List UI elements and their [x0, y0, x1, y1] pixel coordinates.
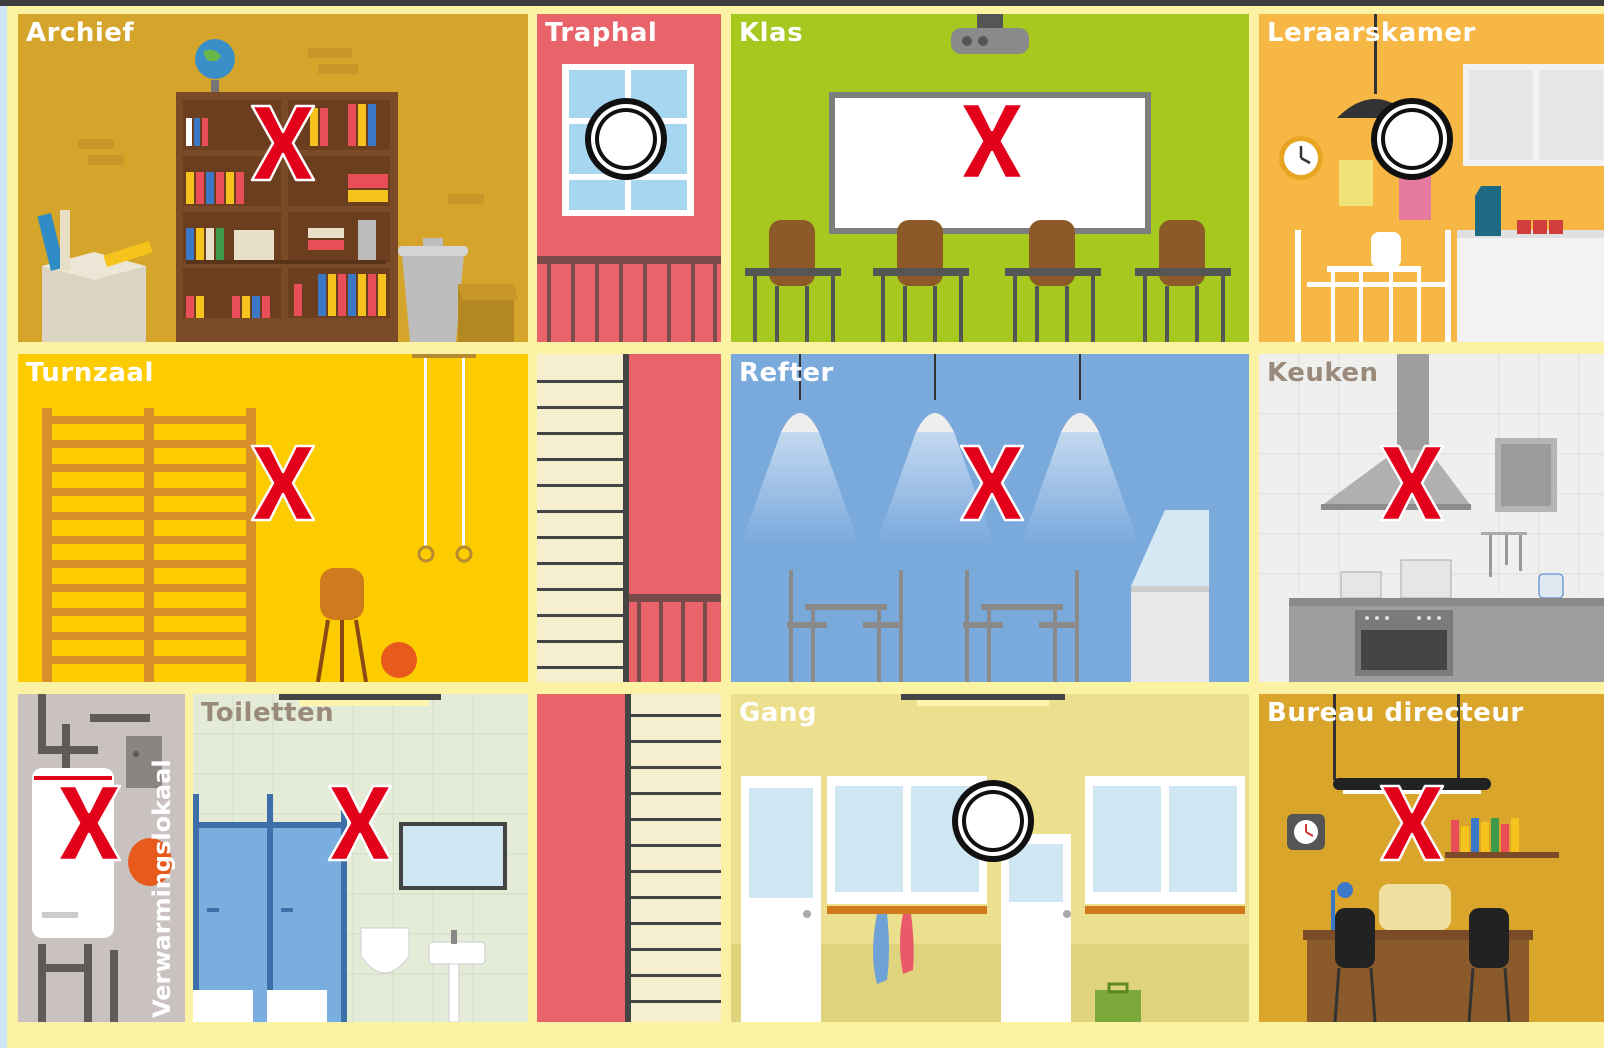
cross-mark-toiletten[interactable]: [327, 784, 393, 862]
room-label-turnzaal: Turnzaal: [26, 358, 154, 388]
room-gang[interactable]: Gang: [731, 694, 1249, 1022]
room-traphal[interactable]: Traphal: [537, 14, 721, 342]
left-border: [0, 6, 7, 1048]
room-refter[interactable]: Refter: [731, 354, 1249, 682]
stairwell-bottom: [537, 694, 721, 1022]
cross-mark-verwarmingslokaal[interactable]: [56, 784, 122, 862]
cross-mark-turnzaal[interactable]: [250, 444, 316, 522]
room-bureau-directeur[interactable]: Bureau directeur: [1259, 694, 1604, 1022]
room-label-gang: Gang: [739, 698, 817, 728]
cross-mark-klas[interactable]: [959, 102, 1025, 180]
room-label-leraarskamer: Leraarskamer: [1267, 18, 1476, 48]
room-label-toiletten: Toiletten: [201, 698, 334, 728]
room-label-archief: Archief: [26, 18, 134, 48]
room-keuken[interactable]: Keuken: [1259, 354, 1604, 682]
staircase-illustration: [537, 354, 721, 682]
staircase-bottom-illustration: [537, 694, 721, 1022]
room-label-keuken: Keuken: [1267, 358, 1379, 388]
circle-mark-gang[interactable]: [950, 778, 1036, 864]
room-archief[interactable]: Archief: [18, 14, 528, 342]
room-label-bureau-directeur: Bureau directeur: [1267, 698, 1524, 728]
cross-mark-archief[interactable]: [250, 104, 316, 182]
circle-mark-traphal[interactable]: [583, 96, 669, 182]
top-border: [0, 0, 1604, 6]
room-turnzaal[interactable]: Turnzaal: [18, 354, 528, 682]
room-label-verwarmingslokaal: Verwarmingslokaal: [148, 759, 176, 1018]
room-label-klas: Klas: [739, 18, 803, 48]
room-label-traphal: Traphal: [545, 18, 657, 48]
room-klas[interactable]: Klas: [731, 14, 1249, 342]
circle-mark-leraarskamer[interactable]: [1369, 96, 1455, 182]
cross-mark-keuken[interactable]: [1379, 444, 1445, 522]
room-toiletten[interactable]: Toiletten: [193, 694, 528, 1022]
room-label-refter: Refter: [739, 358, 834, 388]
room-leraarskamer[interactable]: Leraarskamer: [1259, 14, 1604, 342]
room-verwarmingslokaal[interactable]: Verwarmingslokaal: [18, 694, 185, 1022]
stairwell-middle: [537, 354, 721, 682]
cross-mark-refter[interactable]: [959, 444, 1025, 522]
cross-mark-bureau-directeur[interactable]: [1379, 784, 1445, 862]
